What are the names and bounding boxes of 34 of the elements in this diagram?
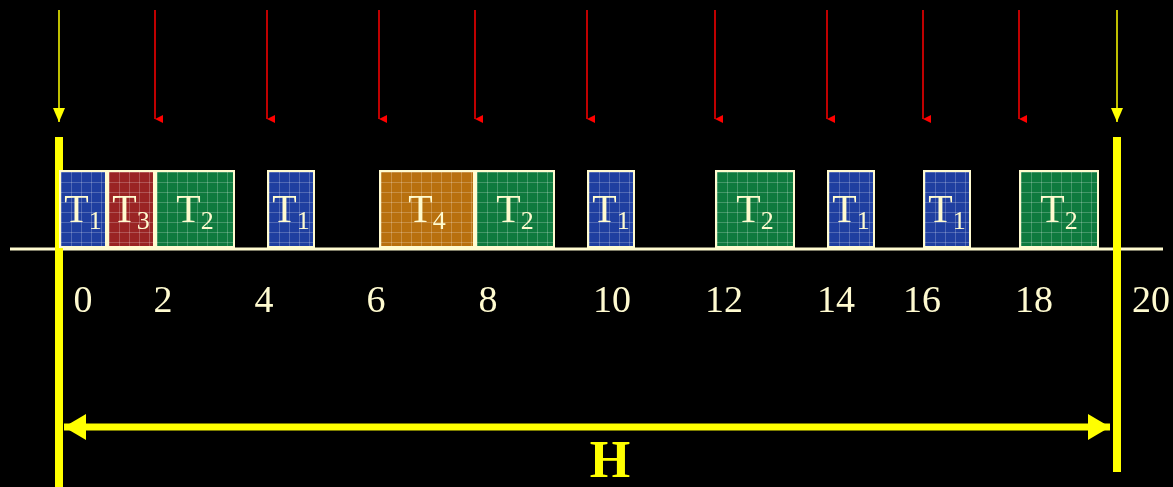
task-box — [59, 170, 107, 248]
task-box — [1019, 170, 1099, 248]
task-box — [155, 170, 235, 248]
tick-label: 14 — [817, 280, 855, 318]
task-box — [923, 170, 971, 248]
task-label: T$_{1}$ — [832, 189, 870, 229]
tick-label: 2 — [153, 280, 173, 318]
task-label: T$_{1}$ — [272, 189, 310, 229]
task-box — [107, 170, 155, 248]
hyperperiod-label: H — [589, 434, 631, 486]
task-label: T$_{1}$ — [592, 189, 630, 229]
task-box — [379, 170, 475, 248]
tick-label: 0 — [73, 280, 93, 318]
task-box — [267, 170, 315, 248]
task-label: T$_{2}$ — [176, 189, 214, 229]
task-box — [475, 170, 555, 248]
task-label: T$_{3}$ — [112, 189, 150, 229]
task-label: T$_{2}$ — [736, 189, 774, 229]
task-box — [715, 170, 795, 248]
task-box — [587, 170, 635, 248]
tick-label: 12 — [705, 280, 743, 318]
task-label: T$_{1}$ — [928, 189, 966, 229]
tick-label: 10 — [593, 280, 631, 318]
task-label: T$_{1}$ — [64, 189, 102, 229]
task-label: T$_{2}$ — [496, 189, 534, 229]
task-label: T$_{2}$ — [1040, 189, 1078, 229]
tick-label: 20 — [1132, 280, 1170, 318]
task-box — [827, 170, 875, 248]
tick-label: 4 — [254, 280, 274, 318]
tick-label: 6 — [366, 280, 386, 318]
tick-label: 8 — [478, 280, 498, 318]
tick-label: 16 — [903, 280, 941, 318]
tick-label: 18 — [1015, 280, 1053, 318]
task-label: T$_{4}$ — [408, 189, 446, 229]
